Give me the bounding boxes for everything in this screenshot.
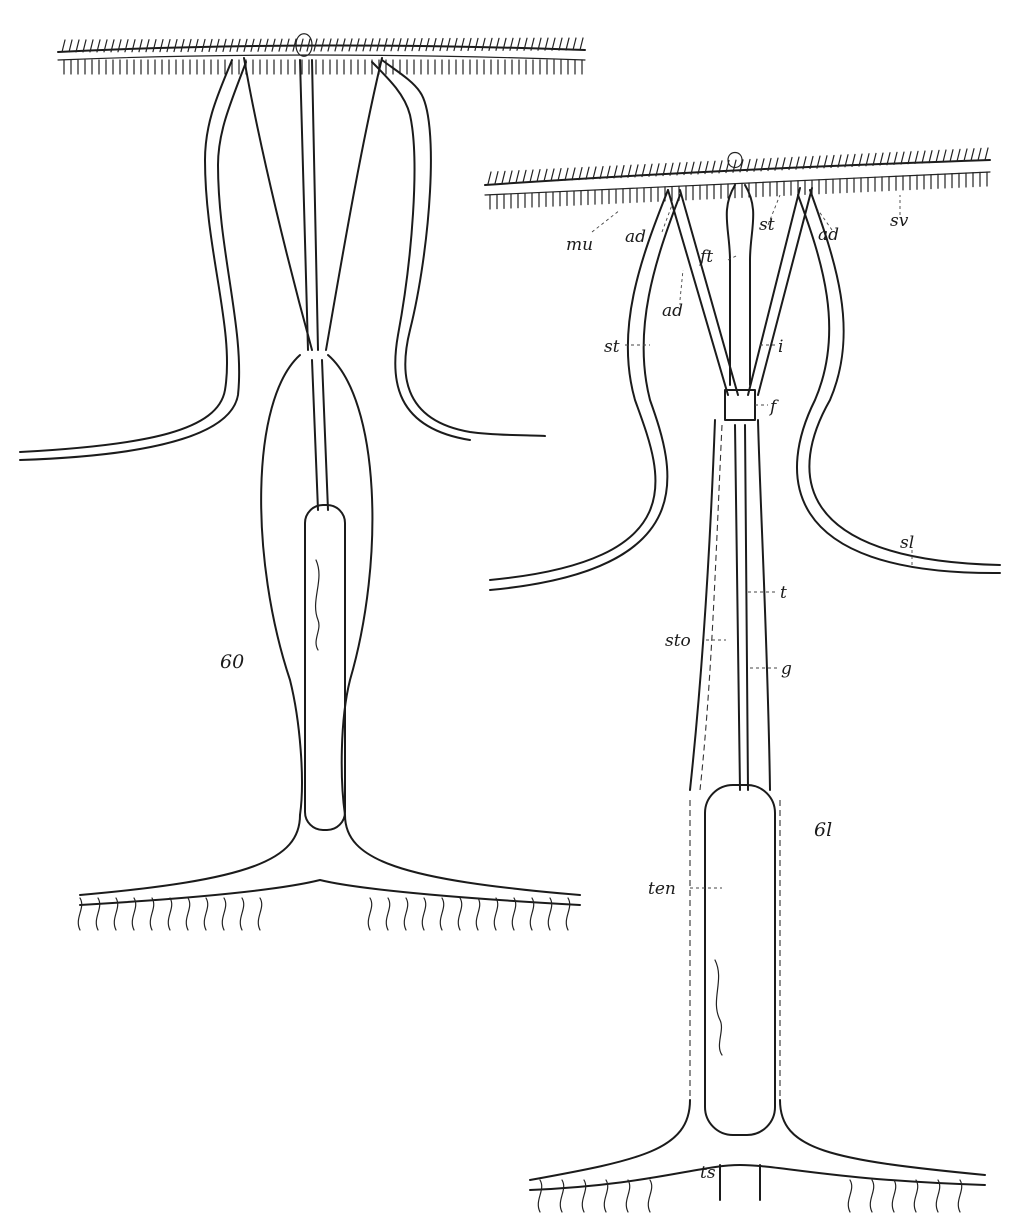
fig61-inner-canals [668,188,812,395]
label-st-top: st [759,215,775,235]
fig61-right-arm [809,190,1000,565]
figure-61-number: 6l [814,819,832,841]
fig60-tentacle-sheath [305,505,345,830]
fig61-base [530,1100,985,1180]
label-mu: mu [566,235,593,255]
fig60-stomach-bulb [261,355,372,815]
label-f: f [768,397,779,417]
figure-61-drawing [485,148,1000,1212]
label-t: t [780,583,787,603]
label-ten: ten [648,879,676,899]
label-ad-right: ad [818,225,839,245]
fig60-right-arm-inner [372,62,470,440]
label-sl: sl [900,533,914,553]
label-g: g [781,659,792,679]
figure-60-number: 60 [220,651,244,673]
label-ad-middle: ad [662,301,683,321]
label-ad-left: ad [625,227,646,247]
label-ts: ts [700,1163,716,1183]
label-st-left: st [604,337,620,357]
label-sv: sv [890,211,909,231]
fig60-right-arm [382,60,545,436]
fig61-stomach [690,420,770,790]
label-ft: ft [698,247,713,267]
label-i: i [778,337,783,357]
label-sto: sto [665,631,691,651]
fig60-top-membrane [58,38,585,74]
fig60-left-arm [20,60,232,452]
fig60-left-arm-inner [20,62,246,460]
fig61-top-membrane [485,148,990,209]
figure-60-drawing [20,34,585,930]
